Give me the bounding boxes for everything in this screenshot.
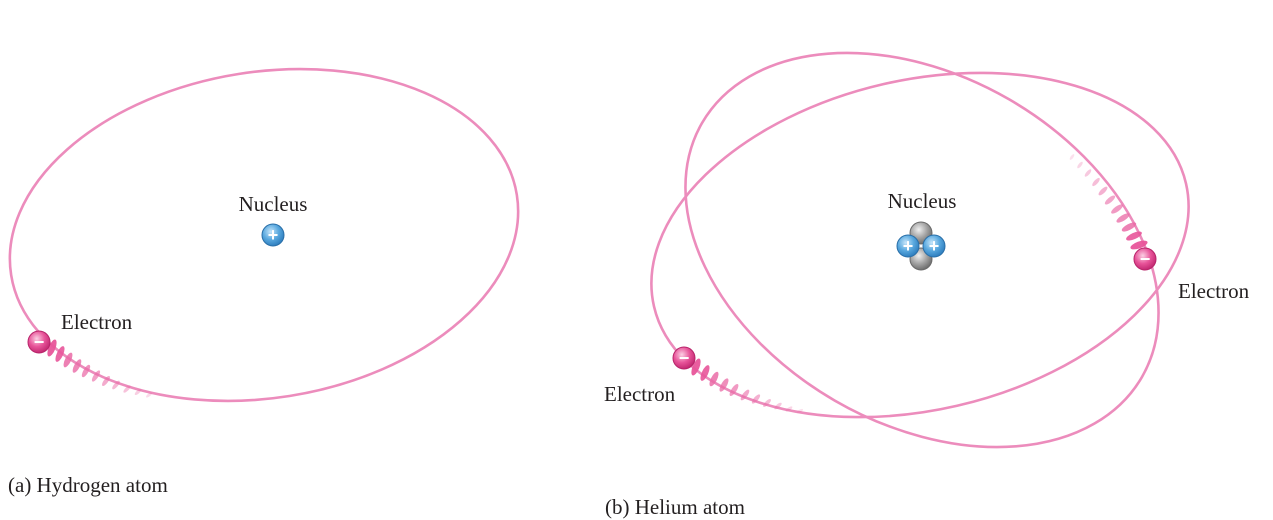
helium-orbit-2 [650,71,1190,419]
hydrogen-nucleus-label: Nucleus [239,192,308,216]
proton [922,234,946,258]
helium-electron-trail-right [1069,154,1148,250]
helium-panel: − − + + Nucleus Electron Electron (b) He… [604,51,1250,519]
helium-electron-right: − [1133,247,1157,271]
electron-symbol: − [1140,249,1151,269]
electron-symbol: − [679,348,690,368]
helium-nucleus: + + [896,221,946,271]
helium-electron-left: − [672,346,696,370]
hydrogen-orbit [8,67,520,403]
helium-orbit-1 [684,51,1160,449]
helium-caption: (b) Helium atom [605,495,745,519]
proton [261,223,285,247]
proton-symbol: + [903,236,914,256]
helium-electron-label-right: Electron [1178,279,1250,303]
hydrogen-electron-trail [47,339,152,398]
proton-symbol: + [268,225,279,245]
proton-symbol: + [929,236,940,256]
hydrogen-nucleus: + [261,223,285,247]
electron-symbol: − [34,332,45,352]
hydrogen-caption: (a) Hydrogen atom [8,473,168,497]
proton [896,234,920,258]
hydrogen-electron-label: Electron [61,310,133,334]
helium-electron-label-left: Electron [604,382,676,406]
hydrogen-panel: − + Nucleus Electron (a) Hydrogen atom [8,67,520,497]
helium-electron-trail-left [691,358,804,414]
hydrogen-electron: − [27,330,51,354]
helium-nucleus-label: Nucleus [888,189,957,213]
